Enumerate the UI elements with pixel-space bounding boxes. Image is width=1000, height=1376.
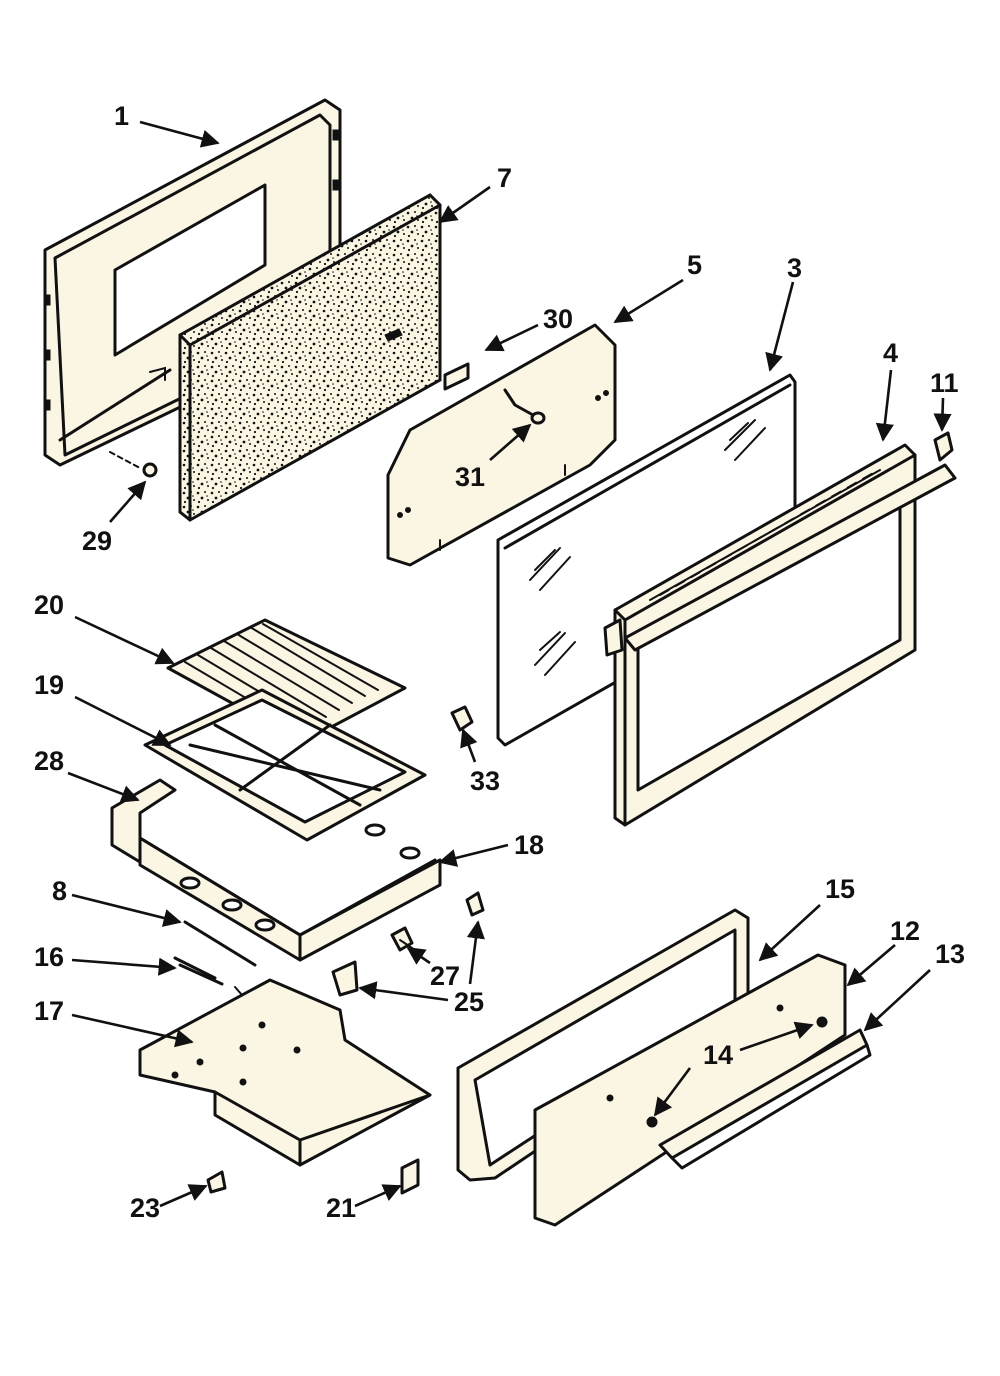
callout-30: 30: [543, 304, 573, 334]
mounting-bracket: [400, 1158, 420, 1195]
callout-21: 21: [326, 1193, 356, 1223]
callout-17: 17: [34, 996, 64, 1026]
callout-28: 28: [34, 746, 64, 776]
callout-16: 16: [34, 942, 64, 972]
callout-3: 3: [787, 253, 802, 283]
callout-4: 4: [883, 338, 898, 368]
door-screw: [503, 388, 546, 425]
frame-clip: [933, 431, 954, 462]
callout-33: 33: [470, 766, 500, 796]
mounting-bolt: [206, 1170, 227, 1194]
door-insulation: [178, 193, 442, 522]
callout-7: 7: [497, 163, 512, 193]
callout-25: 25: [454, 987, 484, 1017]
callout-1: 1: [114, 101, 129, 131]
door-clip: [443, 362, 470, 391]
drawer-stop-clip: [465, 891, 485, 917]
callout-23: 23: [130, 1193, 160, 1223]
broiler-body: [138, 823, 442, 962]
callout-31: 31: [455, 462, 485, 492]
callout-29: 29: [82, 526, 112, 556]
callout-18: 18: [514, 830, 544, 860]
broiler-pan: [143, 688, 427, 842]
screw-clip: [390, 926, 419, 953]
callout-labels: 1 7 5 3 30 4 11 31 29 20 19 28 33 18 8 1…: [34, 101, 965, 1223]
drawer-spring: [173, 956, 243, 996]
drawer-front-inner: [533, 953, 847, 1227]
callout-15: 15: [825, 874, 855, 904]
door-inner-panel: [386, 323, 617, 567]
callout-11: 11: [930, 368, 959, 398]
door-bolt: [109, 451, 158, 478]
callout-27: 27: [430, 961, 460, 991]
callout-20: 20: [34, 590, 64, 620]
drawer-rod: [183, 920, 257, 967]
drawer-stop: [331, 960, 359, 997]
broiler-grid: [166, 618, 407, 744]
door-frame: [603, 443, 957, 827]
callout-19: 19: [34, 670, 64, 700]
drawer-slide-plate: [138, 978, 432, 1167]
callout-12: 12: [890, 916, 920, 946]
callout-5: 5: [687, 250, 702, 280]
callout-14: 14: [703, 1040, 733, 1070]
clip-block: [450, 705, 474, 732]
door-outer-panel: [43, 98, 342, 467]
callout-13: 13: [935, 939, 965, 969]
callout-leaders: [67, 120, 952, 1208]
drawer-trim: [658, 1028, 872, 1170]
callout-8: 8: [52, 876, 67, 906]
